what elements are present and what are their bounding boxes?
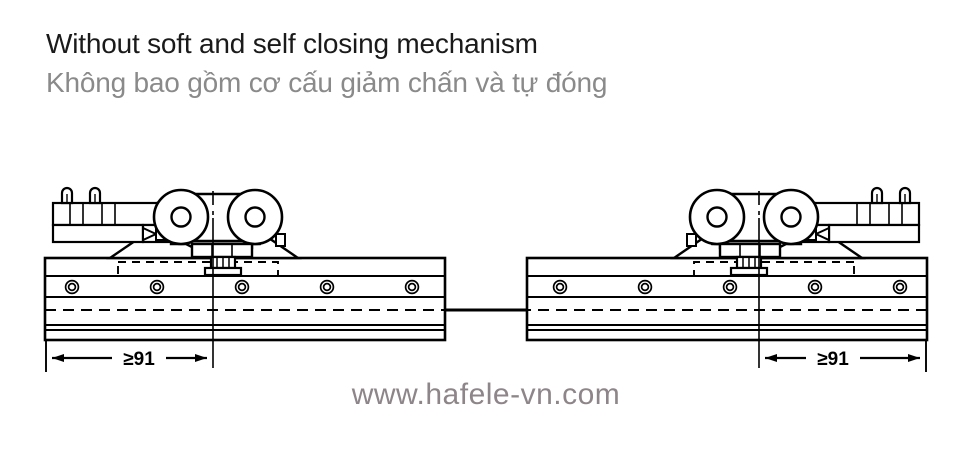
left-assembly-view: ≥91 — [43, 186, 490, 372]
left-dimension-label: ≥91 — [123, 349, 155, 370]
right-dimension-label: ≥91 — [817, 349, 849, 370]
right-assembly-view — [482, 186, 929, 372]
left-dimension-91: ≥91 — [45, 340, 207, 372]
page-title: Without soft and self closing mechanism — [46, 28, 538, 59]
right-rail-profile — [525, 256, 929, 342]
right-hidden-bracket-outline — [693, 261, 855, 277]
right-rail-holes — [552, 279, 908, 295]
right-dimension-91 — [765, 340, 927, 372]
left-rail-holes — [64, 279, 420, 295]
site-watermark: www.hafele-vn.com — [351, 378, 621, 411]
left-rail-profile — [43, 256, 447, 342]
left-hidden-bracket-outline — [117, 261, 279, 277]
page-subtitle: Không bao gồm cơ cấu giảm chấn và tự đón… — [46, 67, 608, 98]
